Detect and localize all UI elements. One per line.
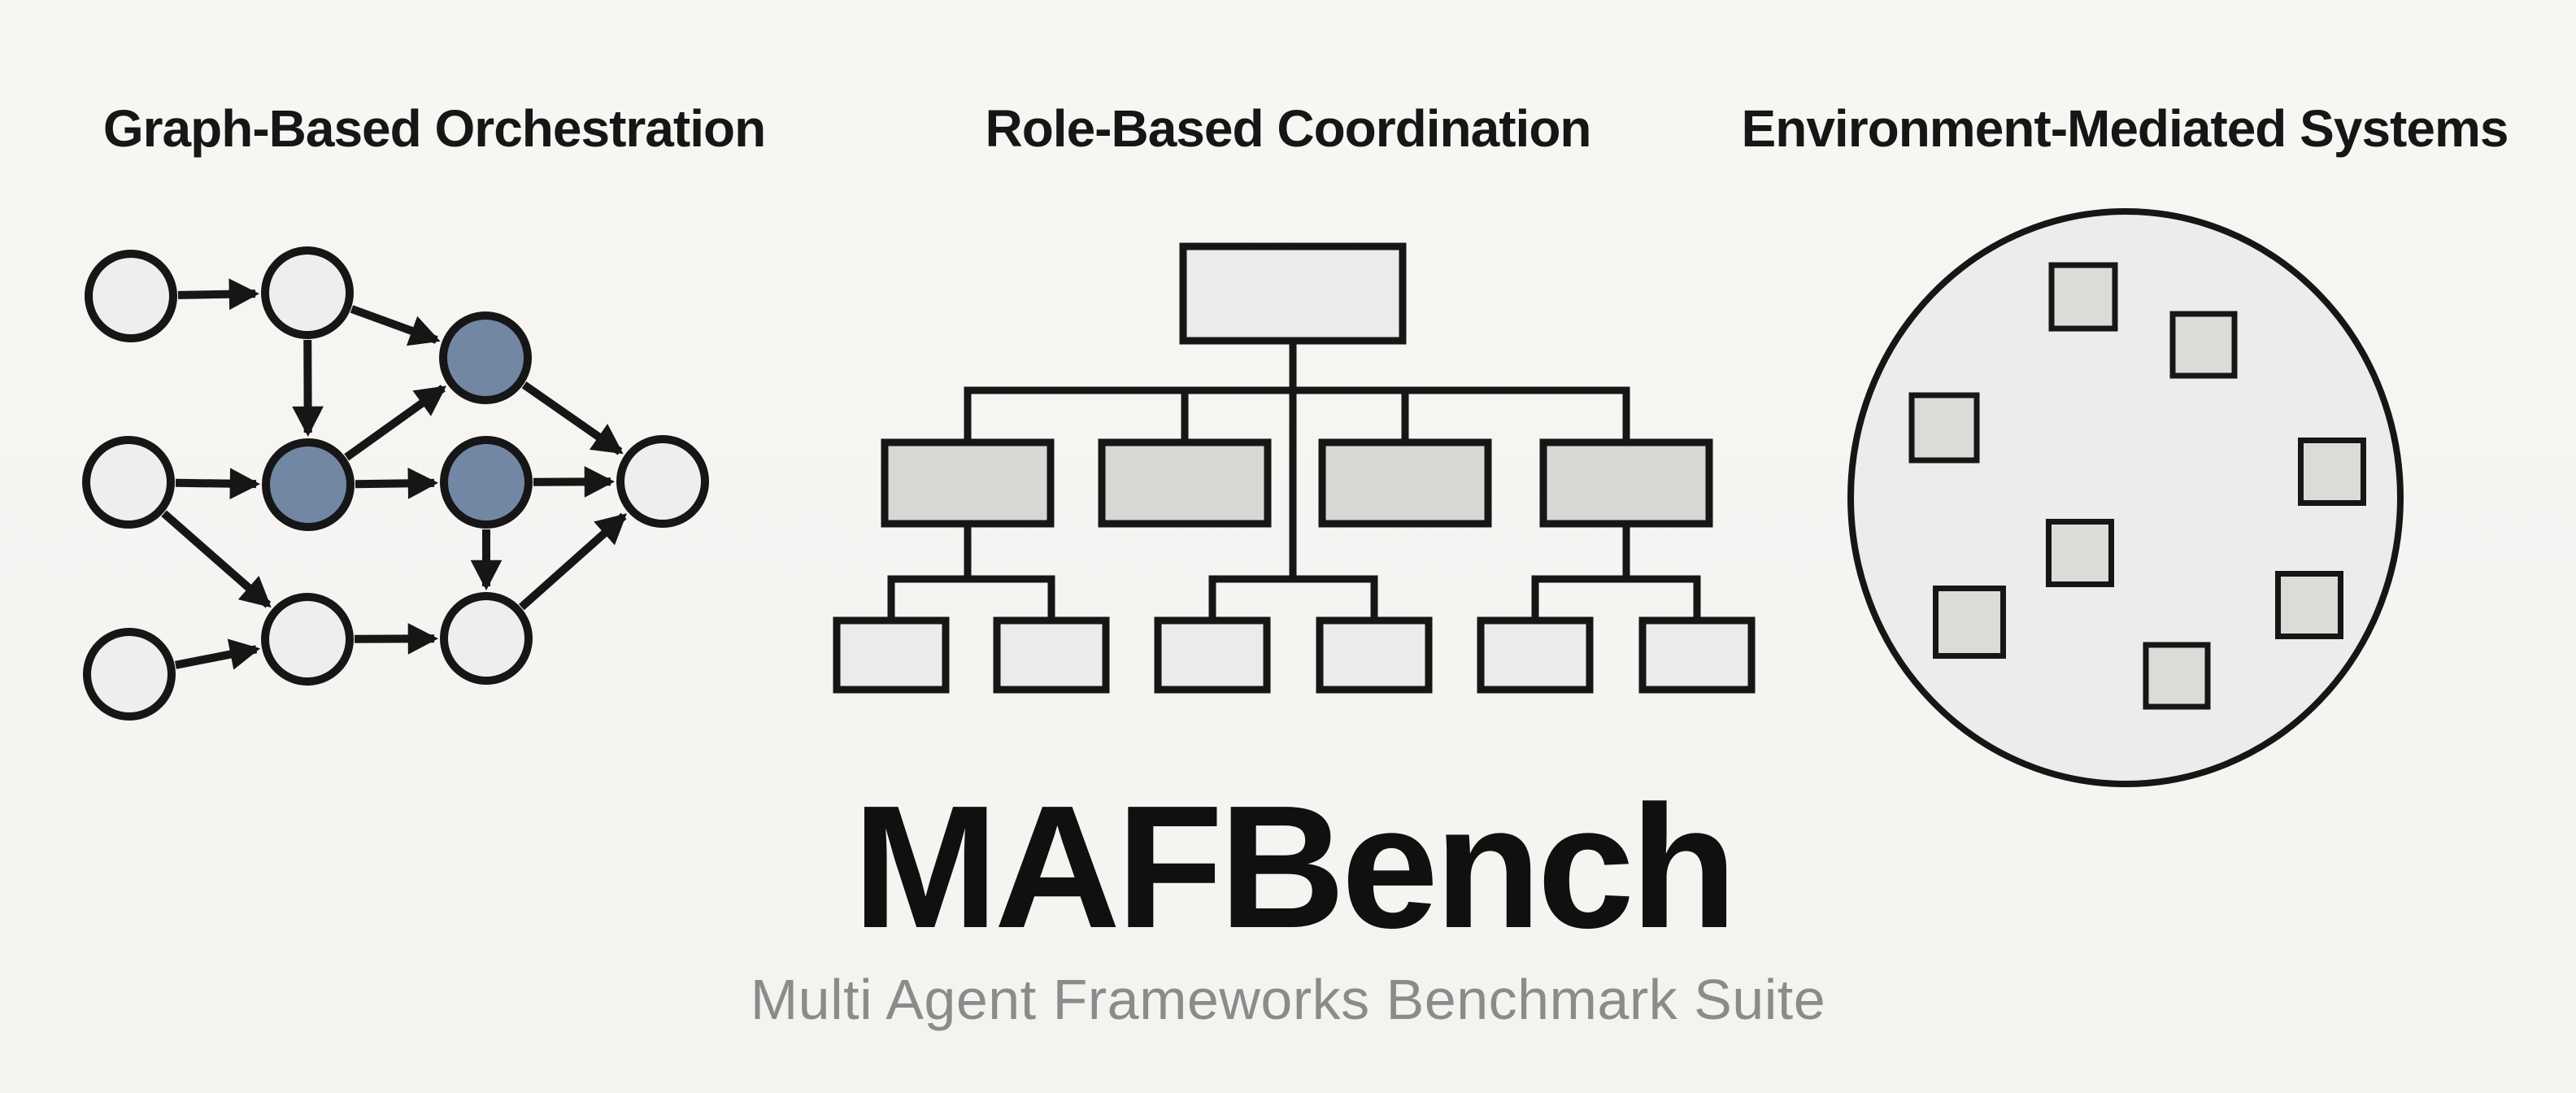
graph-edge-arrow — [161, 510, 272, 608]
role-box-manager — [1539, 438, 1713, 528]
environment-agent-square — [2169, 311, 2238, 379]
panel-title-role-coordination: Role-Based Coordination — [985, 99, 1591, 158]
panel-title-environment-systems: Environment-Mediated Systems — [1741, 99, 2509, 158]
agent-node-highlighted — [262, 438, 355, 531]
graph-edge-arrow — [519, 512, 627, 611]
role-box-worker — [1638, 616, 1756, 694]
graph-edge-arrow — [350, 305, 441, 346]
agent-node — [83, 628, 176, 721]
role-box-worker — [1154, 616, 1271, 694]
graph-edge-arrow — [355, 467, 439, 499]
agent-node — [616, 435, 709, 528]
role-box-worker — [1316, 616, 1433, 694]
agent-node-highlighted — [440, 436, 533, 529]
agent-node-highlighted — [439, 311, 532, 404]
panel-roles — [833, 242, 1756, 694]
graph-edge-arrow — [177, 278, 260, 311]
environment-agent-square — [2048, 262, 2118, 332]
role-box-worker — [993, 616, 1110, 694]
graph-edge-arrow — [344, 385, 447, 461]
brand-title: MAFBench — [852, 769, 1738, 965]
agent-node — [82, 436, 175, 529]
panel-graph — [82, 246, 709, 721]
panel-title-graph-orchestration: Graph-Based Orchestration — [102, 99, 766, 158]
agent-node — [440, 592, 533, 685]
environment-agent-square — [1908, 392, 1980, 464]
environment-agent-square — [2298, 438, 2366, 506]
role-box-worker — [833, 616, 950, 694]
role-box-manager — [1318, 438, 1492, 528]
role-box-manager — [881, 438, 1055, 528]
agent-node — [261, 246, 354, 339]
role-box-root — [1179, 242, 1407, 345]
environment-agent-square — [2143, 642, 2211, 710]
agent-node — [85, 250, 177, 342]
environment-agent-square — [2275, 571, 2343, 639]
panel-environment — [1847, 208, 2404, 787]
brand-subtitle: Multi Agent Frameworks Benchmark Suite — [750, 968, 1826, 1031]
graph-edge-arrow — [175, 468, 261, 500]
graph-edge-arrow — [174, 638, 261, 670]
role-box-worker — [1477, 616, 1594, 694]
role-box-manager — [1098, 438, 1272, 528]
environment-agent-square — [1933, 586, 2006, 659]
graph-edge-arrow — [521, 381, 624, 455]
environment-agent-square — [2046, 519, 2114, 587]
agent-node — [261, 593, 354, 686]
